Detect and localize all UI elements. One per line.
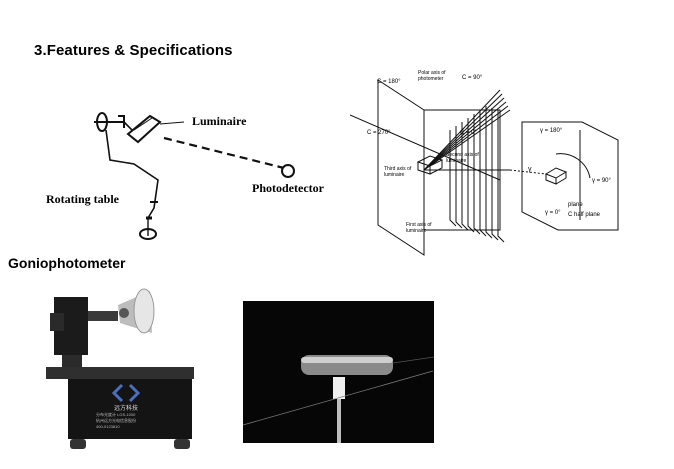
light-beam — [164, 138, 284, 168]
third-axis-label: Third axis of luminaire — [384, 166, 424, 178]
c-half-plane-label: C half plane — [568, 212, 600, 218]
second-axis-label: Second axis of luminaire — [446, 152, 486, 164]
gamma-180-label: γ = 180° — [540, 128, 562, 134]
lamp-test-photo — [243, 301, 434, 443]
device-line-3: 400-0123810 — [96, 424, 120, 429]
luminaire-shape — [128, 116, 160, 142]
plane-note-label: plane — [568, 202, 583, 208]
device-brand: 远方科技 — [114, 403, 138, 412]
polar-axis-label: Polar axis of photometer — [418, 70, 454, 82]
photodetector-label: Photodetector — [252, 181, 324, 196]
luminaire-label: Luminaire — [192, 114, 246, 129]
gamma-0-label: γ = 0° — [545, 210, 561, 216]
gamma-symbol: γ — [528, 166, 532, 173]
photodetector-circle — [282, 165, 294, 177]
goniophotometer-photo — [40, 285, 200, 455]
rotating-table-label: Rotating table — [46, 192, 119, 207]
first-axis-label: First axis of luminaire — [406, 222, 446, 234]
c0-label: C = 0° — [460, 130, 477, 136]
c90-label: C = 90° — [462, 75, 482, 81]
section-heading: Goniophotometer — [8, 255, 125, 271]
page-title: 3.Features & Specifications — [34, 42, 233, 59]
gamma-90-label: γ = 90° — [592, 178, 611, 184]
c180-label: C = 180° — [377, 79, 401, 85]
c270-label: C = 270° — [367, 130, 391, 136]
